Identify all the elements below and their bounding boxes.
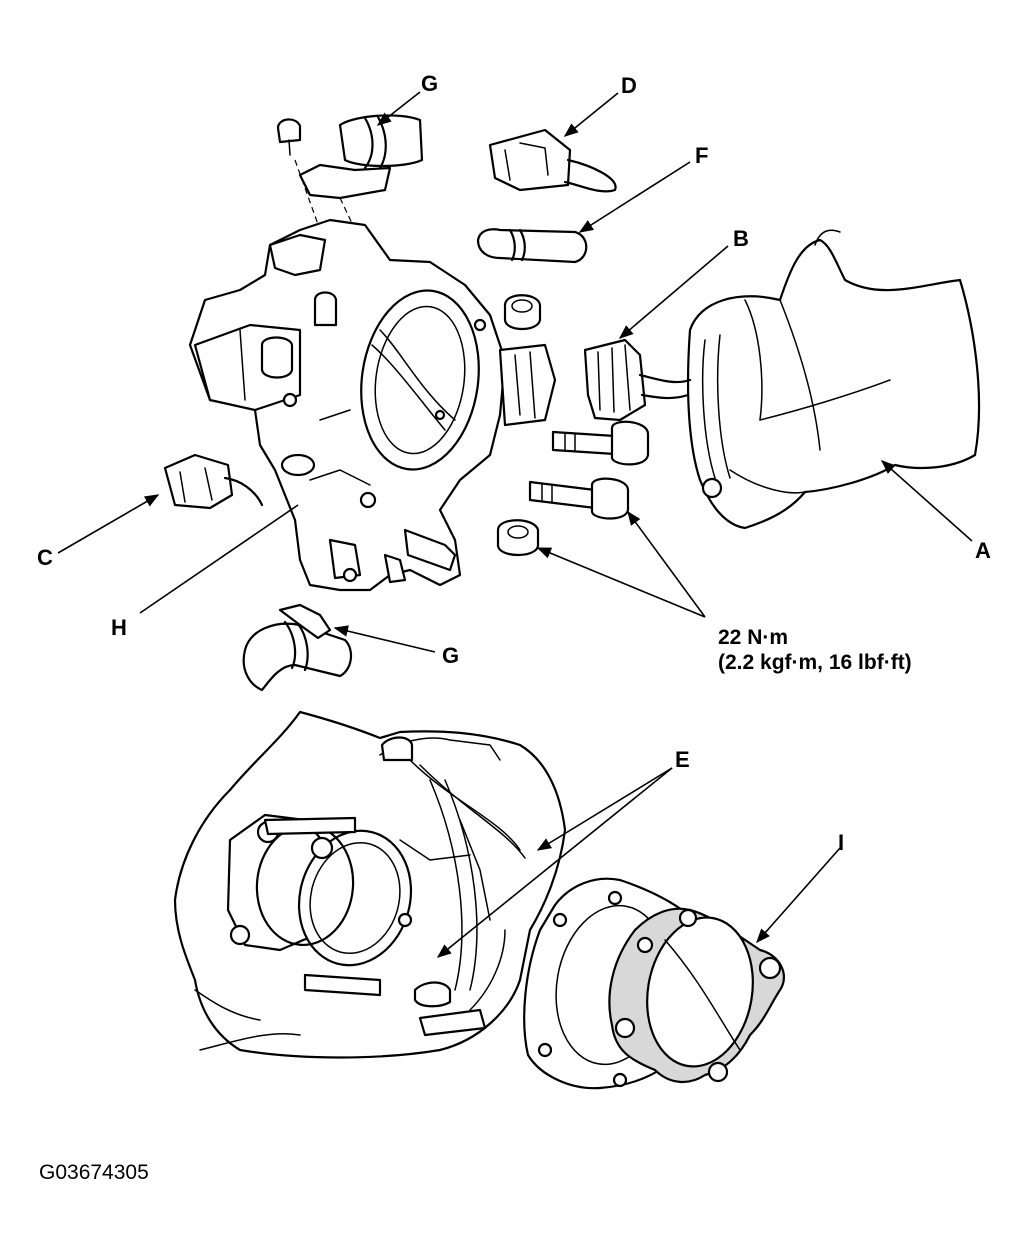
bolts [528,420,650,520]
nut-lower [496,519,540,557]
torque-spec: 22 N·m (2.2 kgf·m, 16 lbf·ft) [718,625,912,675]
label-e: E [675,747,690,772]
label-i: I [838,830,845,855]
label-f: F [695,143,709,168]
label-g-top: G [421,71,439,96]
intake-manifold [173,710,567,1059]
label-c: C [37,545,53,570]
connector-c [163,453,264,510]
label-g-bottom: G [442,643,460,668]
hose-f [476,228,588,264]
torque-value-alt: (2.2 kgf·m, 16 lbf·ft) [718,651,912,675]
hose-clamp-bottom [242,603,353,692]
label-b: B [733,226,749,251]
label-a: A [975,538,991,563]
hose-clamp-top [276,114,424,241]
leader-lines [57,91,973,958]
connector-d [488,128,617,193]
gasket-i [608,907,786,1083]
intake-duct [686,229,981,530]
nut-upper [503,294,542,331]
figure-id: G03674305 [39,1161,149,1184]
connector-b [583,338,692,422]
label-h: H [111,615,127,640]
throttle-body [188,218,557,592]
label-d: D [621,73,637,98]
torque-value-nm: 22 N·m [718,626,789,649]
